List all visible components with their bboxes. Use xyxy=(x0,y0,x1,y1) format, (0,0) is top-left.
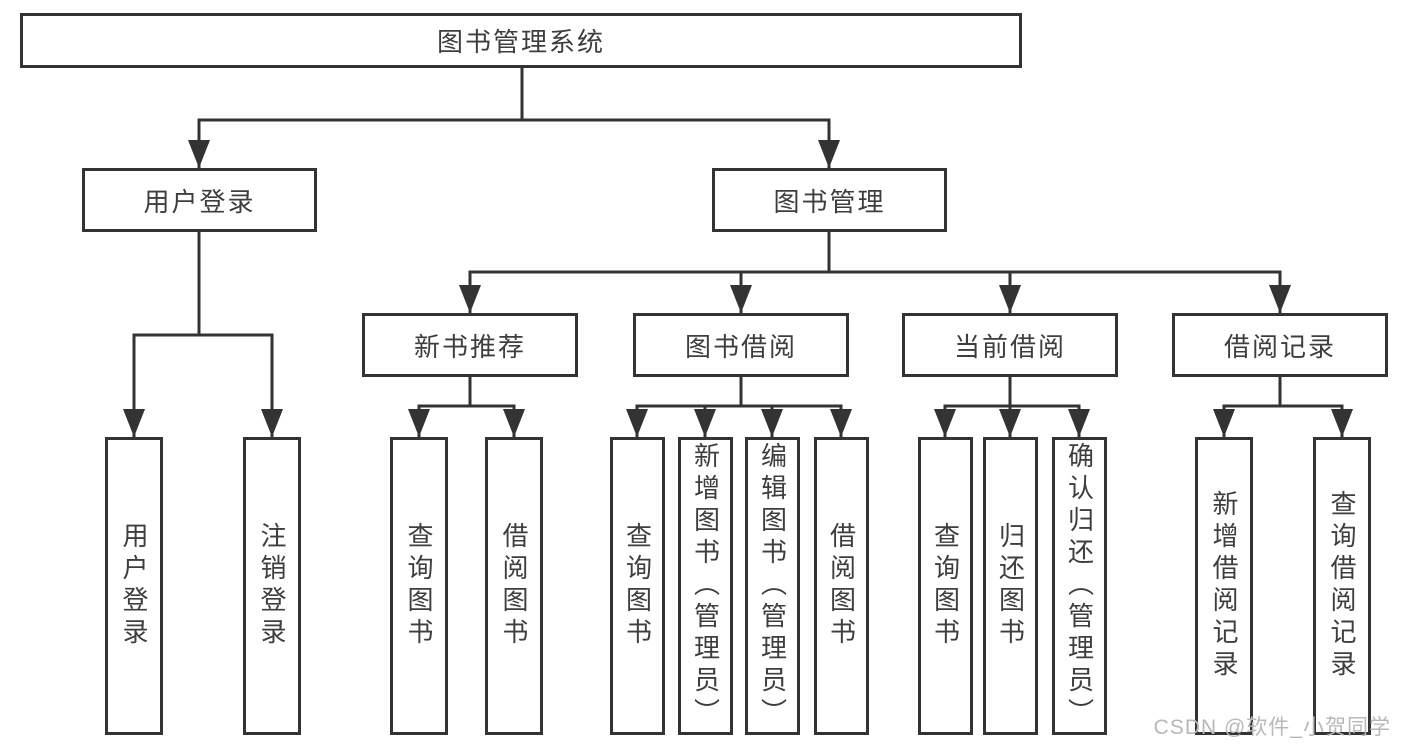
csdn-watermark: CSDN @软件_小贺同学 xyxy=(1153,716,1391,739)
node-book-management: 图书管理 xyxy=(712,168,947,232)
leaf-query-books-current: 查询图书 xyxy=(918,437,973,735)
leaf-confirm-return-admin: 确认归还（管理员） xyxy=(1052,437,1107,735)
leaf-query-borrow-record: 查询借阅记录 xyxy=(1313,437,1371,735)
leaf-borrow-books-recommend: 借阅图书 xyxy=(485,437,543,735)
leaf-return-books: 归还图书 xyxy=(983,437,1038,735)
leaf-logout-login: 注销登录 xyxy=(243,437,301,735)
connector-lines xyxy=(132,68,1344,437)
leaf-edit-books-admin: 编辑图书（管理员） xyxy=(745,437,800,735)
node-new-book-recommend: 新书推荐 xyxy=(362,313,578,377)
leaf-add-books-admin: 新增图书（管理员） xyxy=(678,437,733,735)
leaf-query-books-borrow: 查询图书 xyxy=(610,437,665,735)
node-borrow-records: 借阅记录 xyxy=(1172,313,1388,377)
leaf-user-login: 用户登录 xyxy=(105,437,163,735)
node-root-system: 图书管理系统 xyxy=(20,13,1022,68)
node-current-borrow: 当前借阅 xyxy=(902,313,1118,377)
node-book-borrow: 图书借阅 xyxy=(633,313,849,377)
node-user-login: 用户登录 xyxy=(82,168,317,232)
leaf-add-borrow-record: 新增借阅记录 xyxy=(1195,437,1253,735)
leaf-query-books-recommend: 查询图书 xyxy=(390,437,448,735)
leaf-borrow-books: 借阅图书 xyxy=(814,437,869,735)
